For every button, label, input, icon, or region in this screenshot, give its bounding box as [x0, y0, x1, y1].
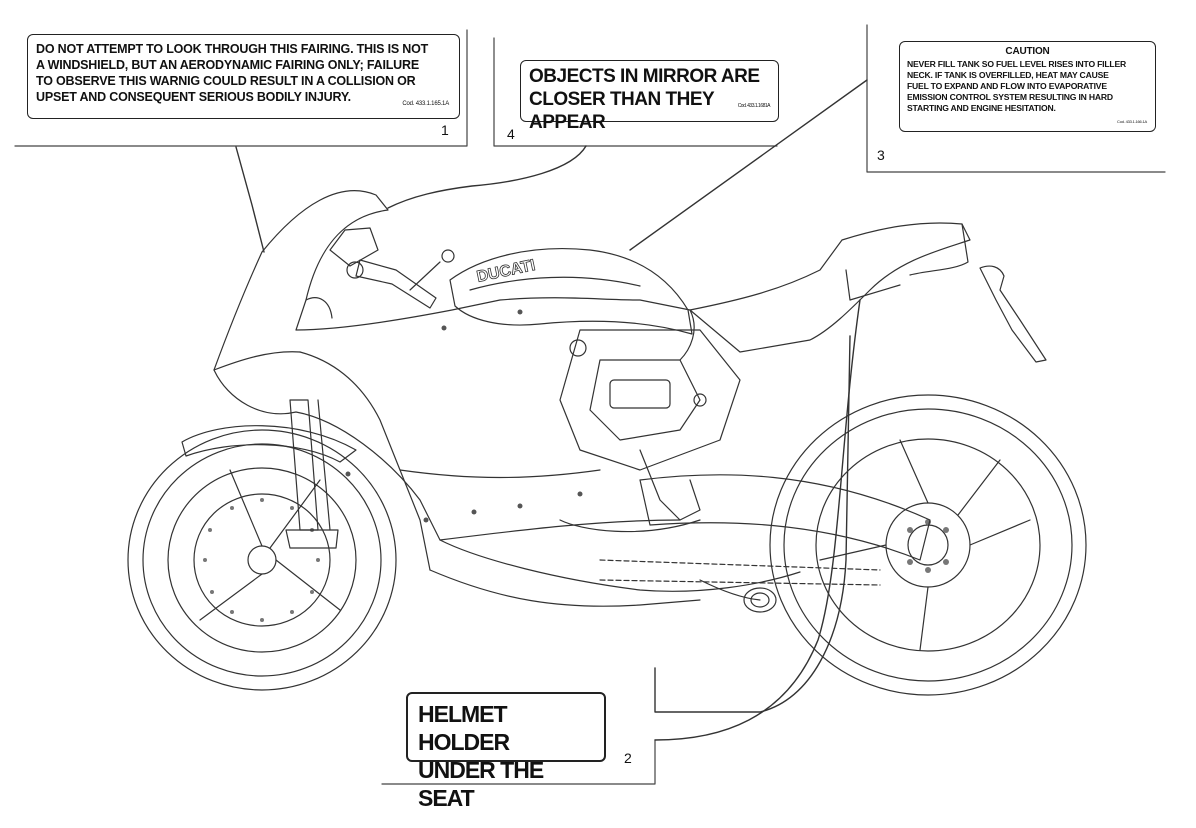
fuel-caution-label: CAUTION NEVER FILL TANK SO FUEL LEVEL RI… — [899, 41, 1156, 132]
fairing-warning-label: DO NOT ATTEMPT TO LOOK THROUGH THIS FAIR… — [27, 34, 460, 119]
label-3-code: Cod. 433.1.166.1A — [1117, 119, 1147, 124]
frame-2 — [382, 740, 655, 784]
front-wheel — [128, 430, 396, 690]
mirror-warning-label: OBJECTS IN MIRROR ARE CLOSER THAN THEY A… — [520, 60, 779, 133]
label-3-line: FUEL TO EXPAND AND FLOW INTO EVAPORATIVE — [907, 81, 1107, 91]
frame-1 — [15, 30, 467, 146]
label-4-code: Cod. 433.1.1681A — [737, 103, 771, 109]
label-1-line: UPSET AND CONSEQUENT SERIOUS BODILY INJU… — [36, 90, 351, 104]
handlebar — [347, 250, 454, 308]
frame-3 — [867, 25, 1165, 172]
callout-number-3: 3 — [877, 147, 885, 163]
motorcycle-body — [214, 191, 800, 607]
label-1-line: A WINDSHIELD, BUT AN AERODYNAMIC FAIRING… — [36, 58, 419, 72]
leader-4 — [388, 146, 586, 208]
label-1-code: Cod. 433.1.165.1A — [402, 101, 449, 107]
callout-number-1: 1 — [441, 122, 449, 138]
exhaust — [700, 580, 776, 612]
front-fork — [182, 400, 356, 548]
label-3-title: CAUTION — [1005, 46, 1050, 57]
callout-frames — [15, 25, 1165, 784]
label-3-line: EMISSION CONTROL SYSTEM RESULTING IN HAR… — [907, 92, 1113, 102]
label-1-line: DO NOT ATTEMPT TO LOOK THROUGH THIS FAIR… — [36, 42, 429, 56]
label-4-line: OBJECTS IN MIRROR ARE — [529, 66, 760, 87]
callout-number-4: 4 — [507, 126, 515, 142]
label-2-line: UNDER THE SEAT — [418, 757, 544, 811]
fuel-tank — [450, 249, 692, 334]
seat-tail — [690, 223, 1046, 362]
label-2-line: HELMET HOLDER — [418, 701, 510, 755]
brake-disc-holes — [203, 498, 320, 622]
fairing-fasteners — [345, 309, 583, 523]
callout-number-2: 2 — [624, 750, 632, 766]
swingarm — [600, 475, 930, 585]
leader-lines — [236, 80, 867, 740]
rear-wheel — [770, 395, 1086, 695]
leader-3 — [630, 80, 867, 250]
engine — [560, 330, 740, 532]
leader-1 — [236, 147, 264, 252]
label-3-line: NECK. IF TANK IS OVERFILLED, HEAT MAY CA… — [907, 70, 1109, 80]
label-1-line: TO OBSERVE THIS WARNIG COULD RESULT IN A… — [36, 74, 416, 88]
helmet-holder-label: HELMET HOLDER UNDER THE SEAT — [406, 692, 606, 811]
mirror — [330, 228, 378, 266]
label-4-line: CLOSER THAN THEY APPEAR — [529, 89, 714, 133]
label-3-line: STARTING AND ENGINE HESITATION. — [907, 103, 1056, 113]
leader-2b — [655, 300, 860, 740]
frame-4 — [494, 38, 777, 146]
label-3-line: NEVER FILL TANK SO FUEL LEVEL RISES INTO… — [907, 59, 1126, 69]
